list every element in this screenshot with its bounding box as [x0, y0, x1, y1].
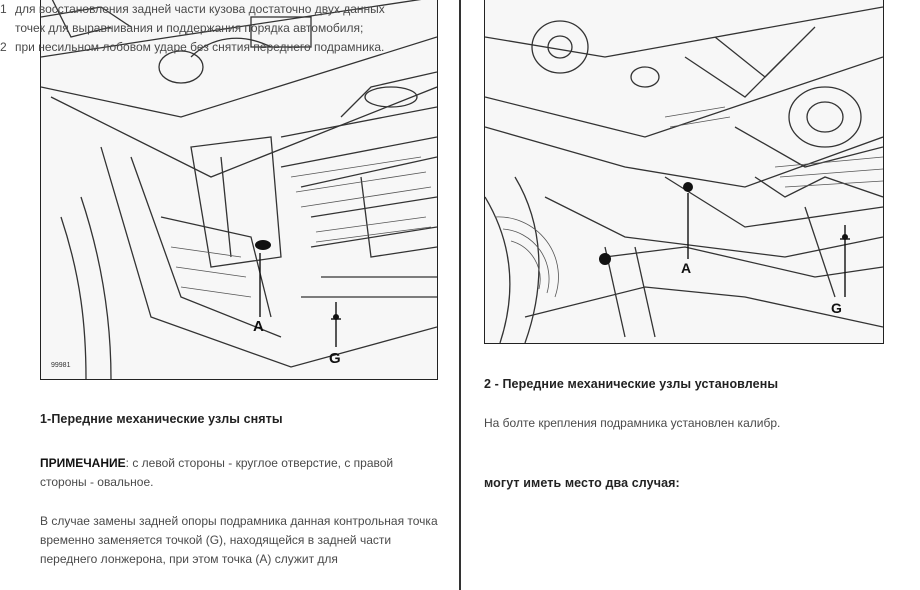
column-divider — [459, 0, 461, 590]
point-a-marker-right — [683, 182, 693, 192]
left-section-heading: 1-Передние механические узлы сняты — [40, 412, 283, 426]
callout-g-right: G — [831, 300, 842, 316]
figure-front-body-with-mechanicals: A G — [484, 0, 884, 344]
right-section-heading: 2 - Передние механические узлы установле… — [484, 377, 779, 391]
callout-a-right: A — [681, 260, 691, 276]
left-note: ПРИМЕЧАНИЕ: с левой стороны - круглое от… — [40, 454, 400, 492]
point-a-marker-left — [255, 240, 271, 250]
note-text: : с левой стороны - круглое отверстие, с… — [40, 456, 394, 489]
right-paragraph: На болте крепления подрамника установлен… — [484, 416, 781, 430]
technical-drawing-left: A G 99981 — [41, 0, 437, 379]
right-subheading: могут иметь место два случая: — [484, 476, 680, 490]
left-paragraph: В случае замены задней опоры подрамника … — [40, 514, 438, 566]
callout-g-left: G — [329, 350, 341, 367]
note-label: ПРИМЕЧАНИЕ — [40, 456, 126, 470]
technical-drawing-right: A G — [485, 6, 883, 343]
figure-front-body-without-mechanicals: A G 99981 — [40, 0, 438, 380]
callout-a-left: A — [253, 318, 264, 335]
figure-code-left: 99981 — [51, 362, 71, 369]
gauge-marker-right — [599, 253, 611, 265]
